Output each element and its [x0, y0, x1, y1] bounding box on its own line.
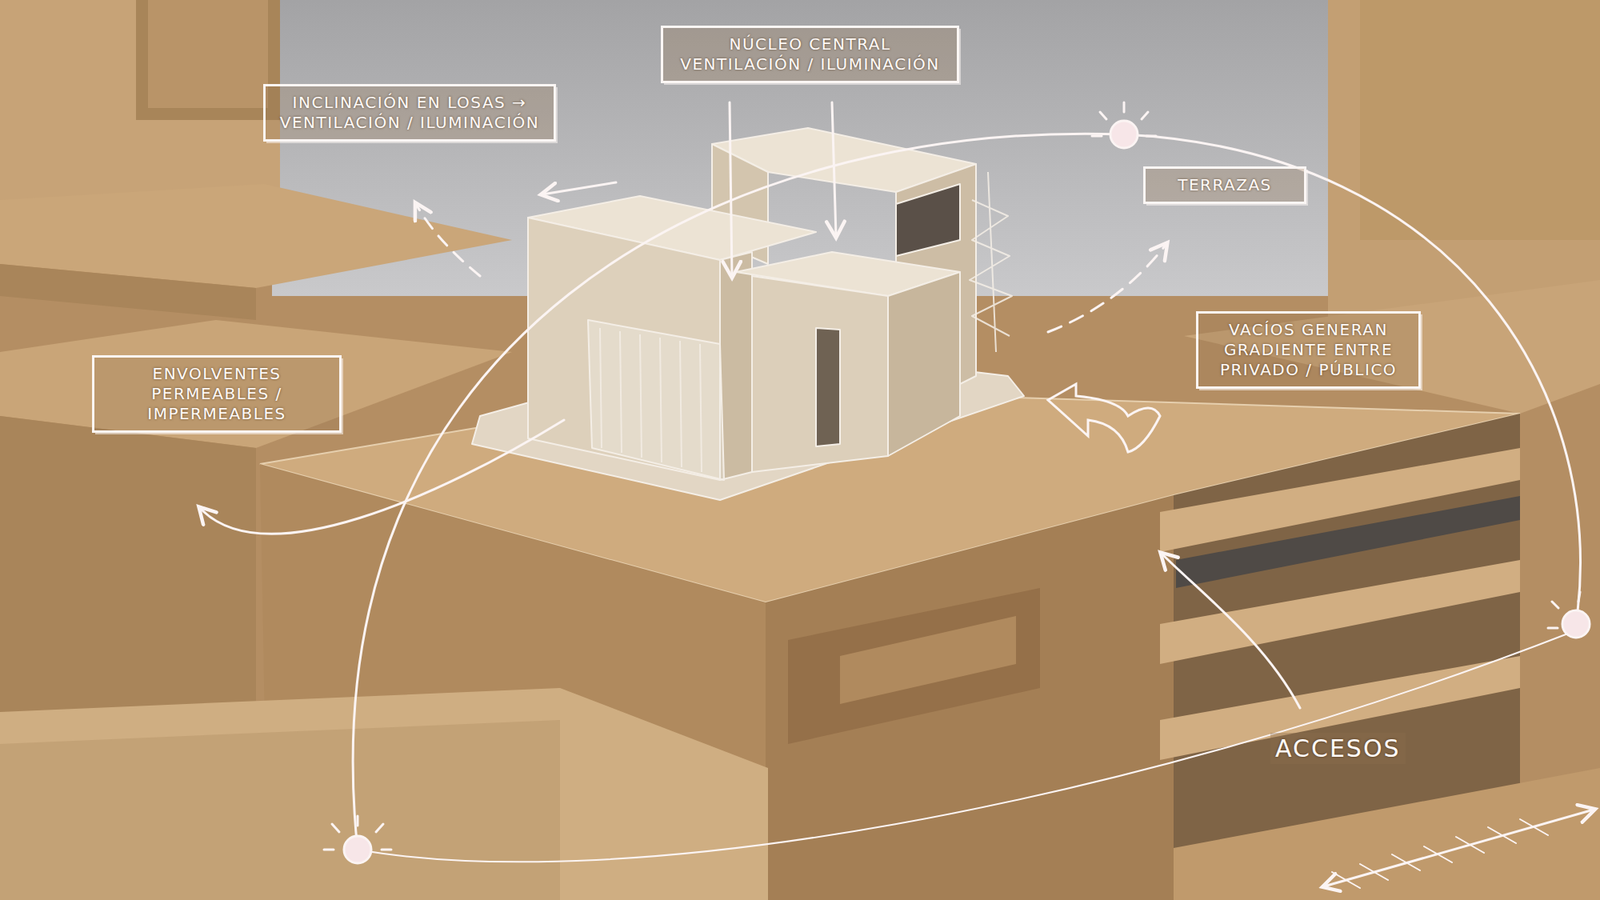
chalk-annotations-part	[1324, 809, 1594, 887]
chalk-annotations	[200, 102, 1594, 888]
main-block-part	[1160, 560, 1520, 664]
chalk-annotations-part	[200, 420, 564, 534]
context-blocks-part	[136, 0, 280, 120]
pavilion-part	[816, 328, 840, 447]
chalk-annotations-part	[1332, 819, 1548, 888]
chalk-annotations-part	[832, 102, 836, 236]
chalk-annotations-part	[542, 182, 616, 195]
sun-symbols-part	[1562, 610, 1590, 638]
main-block-part	[0, 688, 768, 900]
pavilion-part	[720, 252, 752, 480]
annotation-text: ENVOLVENTES PERMEABLES / IMPERMEABLES	[105, 364, 328, 424]
annotation-box: INCLINACIÓN EN LOSAS → VENTILACIÓN / ILU…	[263, 84, 556, 142]
context-blocks-part	[0, 264, 256, 320]
chalk-annotations-part	[1048, 384, 1160, 452]
annotation-text: NÚCLEO CENTRAL VENTILACIÓN / ILUMINACIÓN	[674, 34, 946, 75]
sun-symbols-part	[1548, 592, 1580, 628]
annotation-box: NÚCLEO CENTRAL VENTILACIÓN / ILUMINACIÓN	[660, 25, 960, 84]
chalk-annotations-part	[1161, 553, 1300, 708]
sun-symbols-part	[1110, 120, 1138, 148]
main-block-part	[788, 588, 1040, 744]
annotation-text: TERRAZAS	[1156, 175, 1293, 196]
chalk-annotations-part	[729, 102, 732, 276]
main-block-part	[1173, 768, 1600, 900]
sun-symbols-part	[324, 816, 392, 850]
pavilion-part	[752, 276, 888, 472]
pavilion-part	[588, 320, 724, 480]
chalk-annotations-part	[352, 133, 1124, 850]
chalk-annotations-part	[1124, 134, 1580, 624]
chalk-annotations-part	[416, 204, 480, 276]
pavilion-part	[600, 328, 702, 472]
annotation-box: VACÍOS GENERAN GRADIENTE ENTRE PRIVADO /…	[1196, 311, 1421, 389]
chalk-annotations-part	[357, 632, 1572, 862]
main-block-part	[765, 495, 1174, 900]
context-blocks-part	[1360, 0, 1600, 240]
sun-symbols	[324, 102, 1590, 864]
sun-symbols-part	[344, 836, 372, 864]
context-blocks-part	[1184, 280, 1600, 414]
sun-symbols-part	[1092, 102, 1156, 136]
annotation-text: VACÍOS GENERAN GRADIENTE ENTRE PRIVADO /…	[1209, 320, 1408, 380]
pavilion-part	[969, 172, 1012, 352]
annotation-text: INCLINACIÓN EN LOSAS → VENTILACIÓN / ILU…	[276, 92, 543, 133]
context-blocks-part	[148, 0, 268, 108]
pavilion-part	[888, 272, 960, 456]
chalk-annotations-part	[1048, 244, 1167, 332]
main-block-part	[840, 616, 1016, 704]
access-label: ACCESOS	[1270, 732, 1406, 764]
main-block-part	[0, 720, 560, 900]
annotation-box: ENVOLVENTES PERMEABLES / IMPERMEABLES	[92, 355, 342, 433]
annotation-box: TERRAZAS	[1143, 166, 1307, 204]
pavilion	[472, 128, 1024, 500]
pavilion-part	[896, 184, 960, 256]
